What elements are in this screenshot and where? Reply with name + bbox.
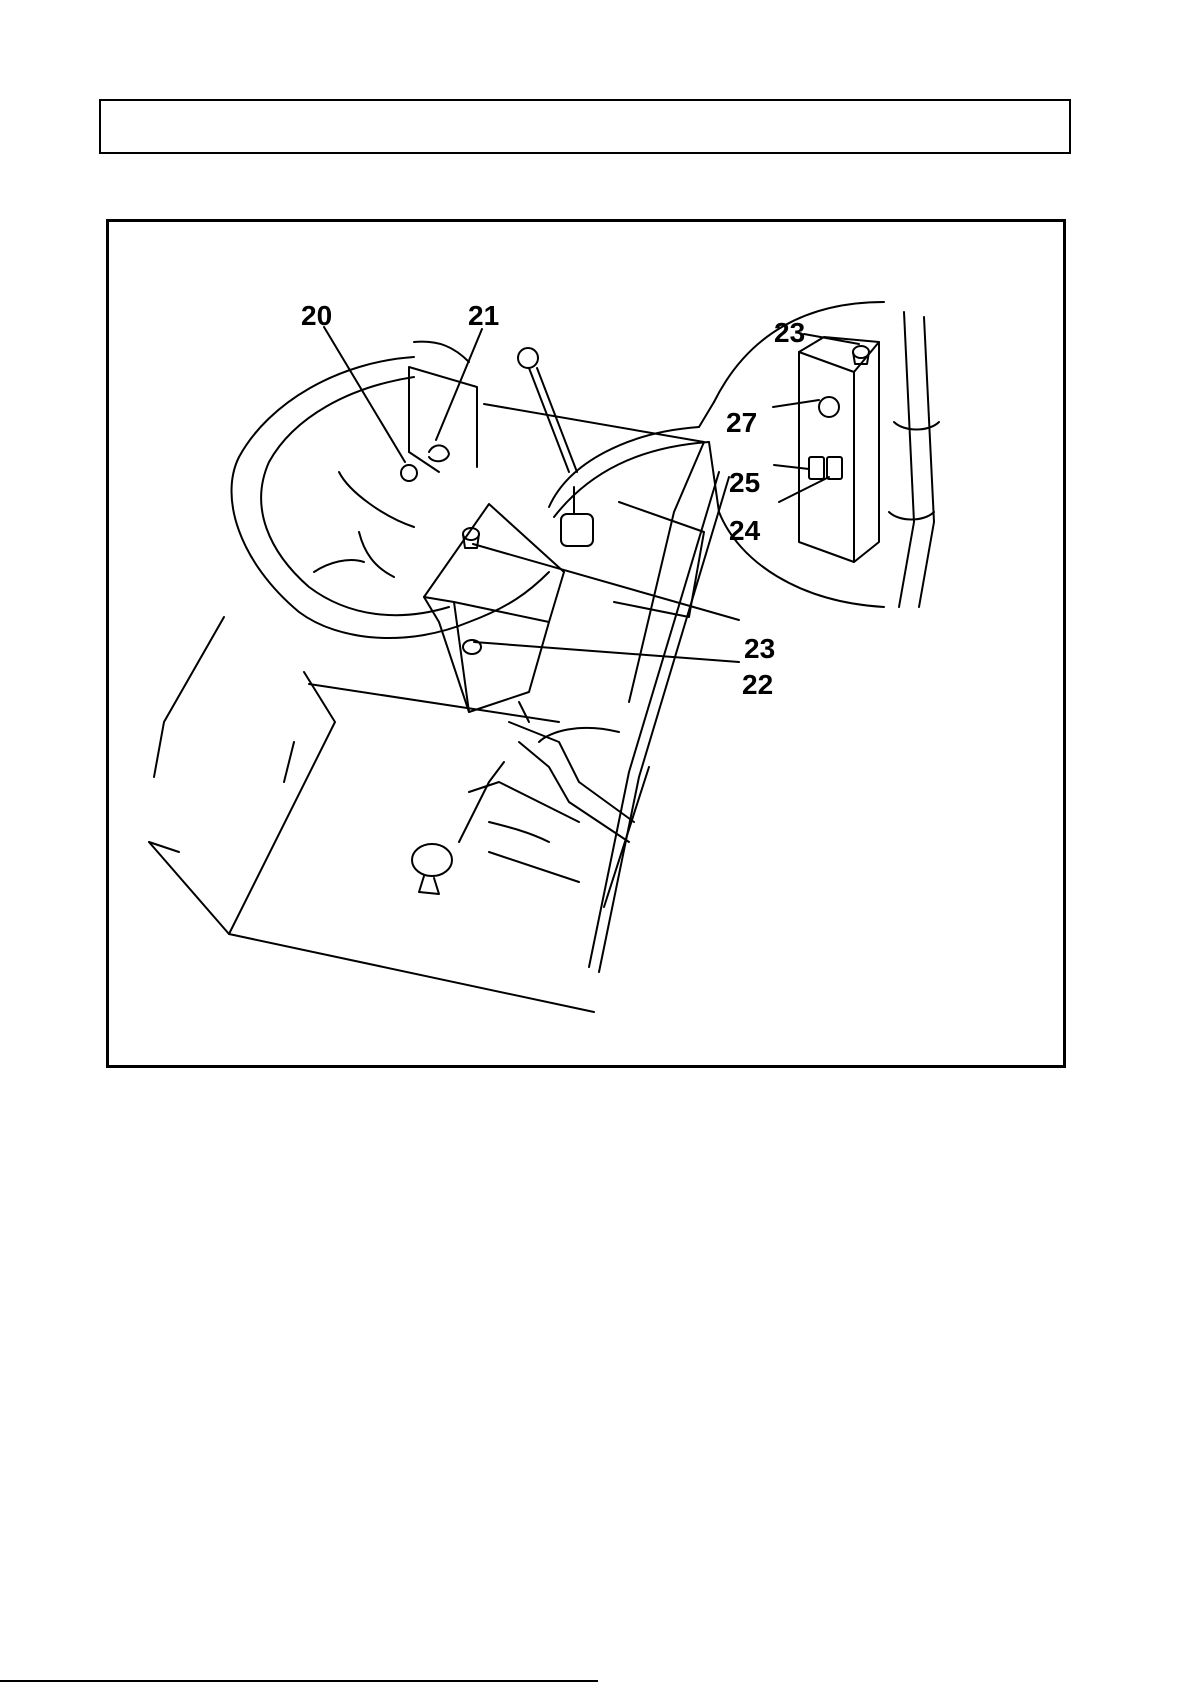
callout-20: 20 bbox=[301, 300, 332, 331]
leader-lines bbox=[324, 327, 859, 662]
steering-console-illustration-icon: 20 21 22 23 23 24 25 27 bbox=[109, 222, 1063, 1065]
callout-23-inset: 23 bbox=[774, 317, 805, 348]
inset-magnifier bbox=[549, 302, 939, 607]
callout-22: 22 bbox=[742, 669, 773, 700]
footer-rule bbox=[0, 1680, 598, 1682]
callout-25: 25 bbox=[729, 467, 760, 498]
callout-27: 27 bbox=[726, 407, 757, 438]
header-box bbox=[99, 99, 1071, 154]
callout-24: 24 bbox=[729, 515, 761, 546]
callout-21: 21 bbox=[468, 300, 499, 331]
steering-wheel bbox=[232, 342, 550, 638]
brake-knob bbox=[412, 844, 452, 894]
figure-frame: 20 21 22 23 23 24 25 27 bbox=[106, 219, 1066, 1068]
floor-frame bbox=[459, 404, 729, 972]
seat-block bbox=[149, 617, 594, 1012]
callout-23-main: 23 bbox=[744, 633, 775, 664]
